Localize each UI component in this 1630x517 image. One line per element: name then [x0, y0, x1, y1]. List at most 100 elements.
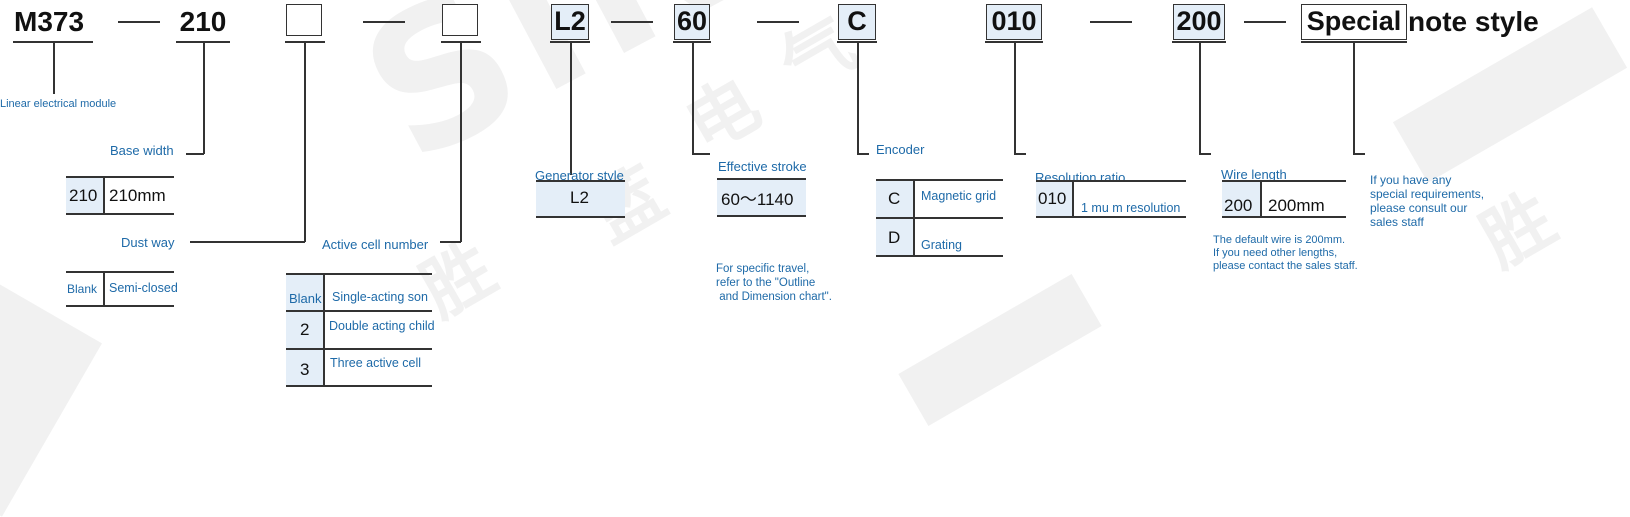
- dash-2: [363, 21, 405, 23]
- label-dust-way: Dust way: [121, 235, 175, 250]
- connector-active-h: [440, 241, 461, 243]
- active-rule-1: [286, 310, 432, 312]
- wire-code: 200: [1224, 196, 1253, 215]
- label-active-cell: Active cell number: [322, 237, 429, 252]
- connector-encoder-v: [857, 42, 859, 154]
- label-effective-stroke: Effective stroke: [718, 159, 807, 174]
- stroke-range: 60～1140: [721, 190, 794, 209]
- generator-code: L2: [570, 188, 589, 207]
- resolution-divider: [1072, 180, 1074, 216]
- stroke-cell: [717, 178, 806, 215]
- active-code-2: 3: [300, 360, 310, 379]
- stroke-note-2: and Dimension chart".: [716, 291, 832, 303]
- label-generator-style: Generator style: [535, 168, 624, 183]
- active-rule-0: [286, 273, 432, 275]
- base-width-top-rule: [66, 176, 174, 178]
- special-note-2: please consult our: [1370, 201, 1468, 215]
- label-base-width: Base width: [110, 143, 174, 158]
- generator-top-rule: [536, 180, 625, 182]
- code-active-box: [442, 4, 478, 36]
- special-note-3: sales staff: [1370, 215, 1424, 229]
- connector-resolution-v: [1014, 42, 1016, 154]
- base-width-bottom-rule: [66, 213, 174, 215]
- encoder-rule-2: [876, 255, 1003, 257]
- code-encoder: C: [838, 4, 876, 40]
- dash-3: [611, 21, 653, 23]
- connector-encoder-h: [857, 153, 869, 155]
- connector-generator: [570, 42, 572, 175]
- resolution-code: 010: [1038, 189, 1067, 208]
- underline-wire: [1172, 41, 1226, 43]
- label-module: Linear electrical module: [0, 98, 117, 110]
- underline-encoder: [837, 41, 877, 43]
- dash-5: [1090, 21, 1132, 23]
- connector-dust-v: [304, 42, 306, 242]
- base-width-code: 210: [69, 186, 98, 205]
- wire-divider: [1260, 180, 1262, 216]
- dust-code: Blank: [67, 282, 98, 296]
- connector-stroke-v: [692, 42, 694, 154]
- dust-top-rule: [66, 271, 174, 273]
- encoder-desc-0: Magnetic grid: [921, 189, 997, 203]
- watermark-char-5: 胜: [1466, 177, 1569, 284]
- resolution-bottom-rule: [1036, 216, 1186, 218]
- stroke-bottom-rule: [717, 215, 806, 217]
- connector-stroke-h: [692, 153, 710, 155]
- watermark-char-3: 电: [671, 62, 774, 169]
- wire-note-1: If you need other lengths,: [1213, 247, 1338, 259]
- connector-dust-h: [190, 241, 305, 243]
- dash-4: [757, 21, 799, 23]
- active-desc-1: Double acting child: [329, 319, 435, 333]
- code-special: Special: [1301, 4, 1407, 40]
- active-code-1: 2: [300, 320, 310, 339]
- code-dust-box: [286, 4, 322, 36]
- code-base-width: 210: [179, 6, 227, 37]
- underline-series: [13, 41, 93, 43]
- underline-active: [441, 41, 481, 43]
- connector-active-v: [460, 42, 462, 242]
- active-divider: [323, 273, 325, 386]
- connector-special-v: [1353, 42, 1355, 154]
- dust-divider: [103, 271, 105, 305]
- connector-base-width-v: [203, 42, 205, 154]
- wire-note-2: please contact the sales staff.: [1213, 260, 1358, 272]
- wire-bottom-rule: [1222, 216, 1346, 218]
- resolution-code-cell: [1036, 180, 1072, 216]
- wire-desc: 200mm: [1268, 196, 1325, 215]
- special-note-0: If you have any: [1370, 173, 1452, 187]
- connector-series: [53, 42, 55, 94]
- connector-wire-h: [1199, 153, 1211, 155]
- dash-1: [118, 21, 160, 23]
- active-desc-2: Three active cell: [330, 356, 422, 370]
- encoder-desc-1: Grating: [921, 238, 962, 252]
- underline-special: [1301, 41, 1407, 43]
- underline-base-width: [176, 41, 230, 43]
- dust-desc: Semi-closed: [109, 281, 178, 295]
- base-width-desc: 210mm: [109, 186, 166, 205]
- special-note-1: special requirements,: [1370, 187, 1485, 201]
- underline-stroke: [673, 41, 711, 43]
- underline-resolution: [985, 41, 1043, 43]
- underline-generator: [550, 41, 590, 43]
- code-stroke: 60: [674, 4, 710, 40]
- code-resolution: 010: [986, 4, 1042, 40]
- generator-cell: [536, 180, 625, 216]
- connector-base-width-h: [186, 153, 204, 155]
- encoder-rule-0: [876, 179, 1003, 181]
- wire-code-cell: [1222, 180, 1260, 216]
- stroke-top-rule: [717, 178, 806, 180]
- underline-dust: [285, 41, 325, 43]
- code-series: M373: [14, 6, 85, 37]
- connector-wire-v: [1199, 42, 1201, 154]
- stroke-note-1: refer to the "Outline: [716, 277, 816, 289]
- watermark-partial-bottom: [898, 274, 1102, 426]
- base-width-divider: [103, 176, 105, 213]
- label-encoder: Encoder: [876, 142, 925, 157]
- connector-resolution-h: [1014, 153, 1026, 155]
- code-generator-style: L2: [551, 4, 589, 40]
- active-code-0: Blank: [289, 291, 322, 306]
- connector-special-h: [1353, 153, 1365, 155]
- active-rule-3: [286, 385, 432, 387]
- active-desc-0: Single-acting son: [332, 290, 428, 304]
- wire-top-rule: [1222, 180, 1346, 182]
